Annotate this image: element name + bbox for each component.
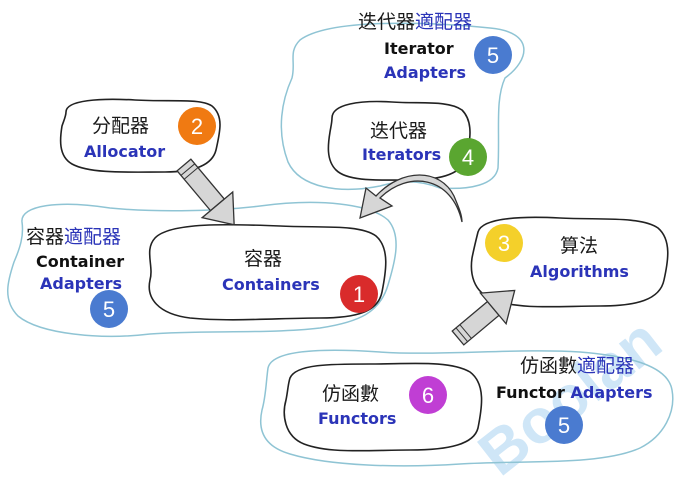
iterator-adapters-en-line1: Iterator — [384, 39, 454, 58]
container-adapters-cjk: 容器適配器 — [26, 226, 121, 248]
container-adapters-cloud — [7, 201, 397, 337]
badge-containers: 1 — [340, 275, 378, 313]
container-adapters-en-line1: Container — [36, 252, 124, 271]
iterator-adapters-cloud — [280, 22, 525, 191]
allocator-cjk: 分配器 — [92, 115, 149, 137]
svg-text:5: 5 — [103, 297, 115, 322]
containers-cjk: 容器 — [244, 248, 282, 270]
svg-text:3: 3 — [498, 231, 510, 256]
functors-cjk: 仿函數 — [322, 383, 379, 405]
functors-cloud — [283, 362, 483, 452]
iterators-cloud — [327, 100, 471, 181]
iterators-cjk: 迭代器 — [370, 120, 427, 142]
badge-functors: 6 — [409, 376, 447, 414]
badge-functor-adapters: 5 — [545, 406, 583, 444]
functor-adapters-cjk: 仿函數適配器 — [520, 355, 634, 377]
algorithms-en: Algorithms — [530, 262, 629, 281]
svg-text:6: 6 — [422, 383, 434, 408]
badge-allocator: 2 — [178, 107, 216, 145]
functor-adapters-cloud — [259, 349, 674, 467]
iterator-adapters-cjk: 迭代器適配器 — [358, 11, 472, 33]
container-adapters-en-line2: Adapters — [40, 274, 122, 293]
containers-en: Containers — [222, 275, 320, 294]
functors-to-algorithms-arrow — [451, 289, 516, 346]
badge-iterators: 4 — [449, 138, 487, 176]
allocator-to-containers-arrow — [176, 158, 235, 226]
allocator-en: Allocator — [84, 142, 165, 161]
badge-iterator-adapters: 5 — [474, 36, 512, 74]
svg-text:5: 5 — [487, 43, 499, 68]
functor-adapters-en: Functor Adapters — [496, 383, 653, 402]
iterators-to-containers-arrow — [359, 174, 463, 223]
badge-container-adapters: 5 — [90, 290, 128, 328]
svg-text:5: 5 — [558, 413, 570, 438]
svg-text:2: 2 — [191, 114, 203, 139]
algorithms-cjk: 算法 — [560, 235, 598, 257]
iterator-adapters-en-line2: Adapters — [384, 63, 466, 82]
badge-algorithms: 3 — [485, 224, 523, 262]
svg-text:1: 1 — [353, 282, 365, 307]
iterators-en: Iterators — [362, 145, 441, 164]
functors-en: Functors — [318, 409, 396, 428]
svg-text:4: 4 — [462, 145, 474, 170]
